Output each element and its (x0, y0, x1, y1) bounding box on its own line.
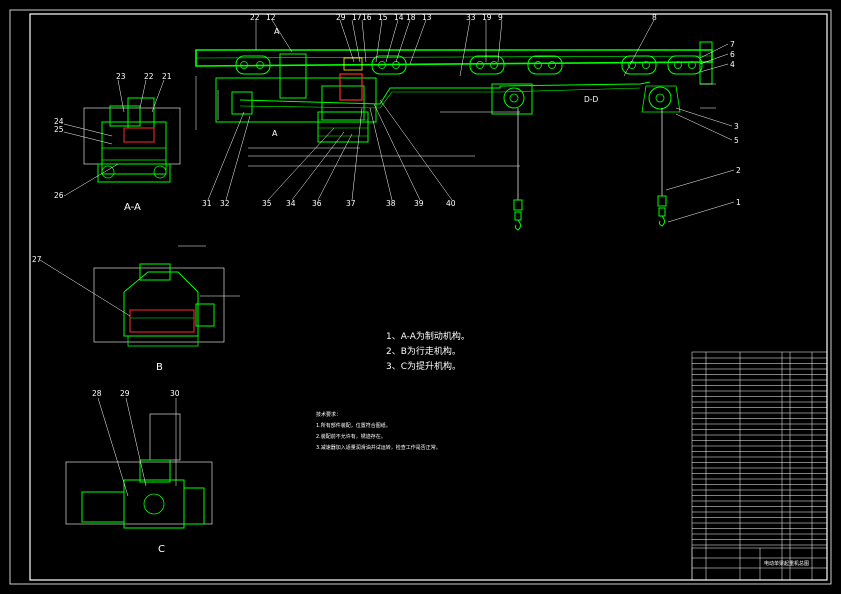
part-number: 15 (378, 13, 388, 22)
part-number: 9 (498, 13, 503, 22)
left-drive-motor (231, 91, 253, 115)
middle-pulley (503, 87, 525, 109)
part-numbers-right: 7 6 4 3 5 2 1 (730, 40, 741, 207)
part-number: 27 (32, 255, 42, 264)
drive-rod (239, 81, 651, 105)
red-brake-block (339, 73, 363, 101)
part-number: 25 (54, 125, 64, 134)
part-number: 12 (266, 13, 276, 22)
girder-lightening-holes (235, 55, 703, 75)
c-motor (81, 491, 125, 523)
section-dd-label: D-D (584, 95, 598, 104)
leader-lines-top (255, 19, 655, 77)
hook-left (513, 199, 523, 231)
part-number: 5 (734, 136, 739, 145)
part-numbers-bottom: 31 32 35 34 36 37 38 39 40 (202, 199, 456, 208)
note-line-1: 1、A-A为制动机构。 (386, 332, 470, 342)
part-number: 38 (386, 199, 396, 208)
part-number: 4 (730, 60, 735, 69)
part-number: 26 (54, 191, 64, 200)
part-number: 35 (262, 199, 272, 208)
section-mark-a-lower: A (272, 129, 278, 138)
section-mark-a: A (274, 27, 280, 36)
b-frame (123, 271, 199, 337)
bolt-holes (240, 61, 696, 69)
tech-req-item: 3.减速器加入适量润滑油并试运转，检查工作是否正常。 (316, 445, 441, 451)
part-number: 22 (144, 72, 154, 81)
trolley-motor-left (279, 53, 307, 99)
view-c-label: C (158, 544, 165, 555)
part-number: 24 (54, 117, 64, 126)
part-number: 30 (170, 389, 180, 398)
parts-list-table (691, 351, 828, 581)
part-number: 32 (220, 199, 230, 208)
main-elevation-view: 22 12 29 17 16 15 14 18 13 33 19 9 8 7 6… (195, 13, 741, 231)
part-number: 7 (730, 40, 735, 49)
part-number: 31 (202, 199, 212, 208)
part-number: 19 (482, 13, 492, 22)
part-number: 21 (162, 72, 172, 81)
part-number: 33 (466, 13, 476, 22)
tech-req-item: 1.所有部件装配，位置符合图纸。 (316, 423, 391, 429)
part-number: 22 (250, 13, 260, 22)
part-number: 36 (312, 199, 322, 208)
part-number: 39 (414, 199, 424, 208)
part-number: 8 (652, 13, 657, 22)
part-number: 29 (336, 13, 346, 22)
part-number: 2 (736, 166, 741, 175)
part-number: 23 (116, 72, 126, 81)
section-aa-label: A-A (124, 202, 141, 213)
middle-pulley-frame (491, 83, 533, 115)
view-b: 27 B (32, 245, 240, 373)
part-number: 13 (422, 13, 432, 22)
tech-req-title: 技术要求： (316, 412, 342, 418)
part-number: 40 (446, 199, 456, 208)
part-number: 17 (352, 13, 362, 22)
drum-housing (317, 111, 369, 143)
note-line-3: 3、C为提升机构。 (386, 362, 462, 372)
part-number: 34 (286, 199, 296, 208)
view-b-label: B (156, 362, 163, 373)
part-numbers-top: 22 12 29 17 16 15 14 18 13 33 19 9 8 (250, 13, 657, 22)
note-line-2: 2、B为行走机构。 (386, 347, 461, 357)
part-number: 37 (346, 199, 356, 208)
part-number: 3 (734, 122, 739, 131)
leader-lines-bottom (207, 99, 453, 201)
part-number: 6 (730, 50, 735, 59)
leader-lines-right (665, 43, 735, 223)
part-number: 14 (394, 13, 404, 22)
part-number: 1 (736, 198, 741, 207)
technical-requirements: 技术要求： 1.所有部件装配，位置符合图纸。 2.装配前不允许有，锈迹存在。 3… (316, 410, 441, 454)
right-pulley (648, 86, 672, 110)
hook-right (657, 195, 667, 227)
girder-web (195, 55, 713, 59)
inner-frame (29, 13, 828, 581)
drawing-title: 电动单梁起重机总图 (764, 560, 809, 567)
part-number: 18 (406, 13, 416, 22)
view-c: 28 29 30 C (65, 389, 213, 555)
title-block (691, 351, 828, 581)
left-trolley-frame (215, 77, 377, 123)
view-notes: 1、A-A为制动机构。 2、B为行走机构。 3、C为提升机构。 (386, 330, 470, 375)
c-drum (123, 479, 185, 529)
part-number: 28 (92, 389, 102, 398)
part-number: 29 (120, 389, 130, 398)
outer-frame (9, 9, 832, 585)
section-aa-view: 23 22 21 24 25 26 A-A (54, 72, 181, 213)
part-number: 16 (362, 13, 372, 22)
dimension-lines (195, 76, 716, 167)
tech-req-item: 2.装配前不允许有，锈迹存在。 (316, 434, 386, 440)
